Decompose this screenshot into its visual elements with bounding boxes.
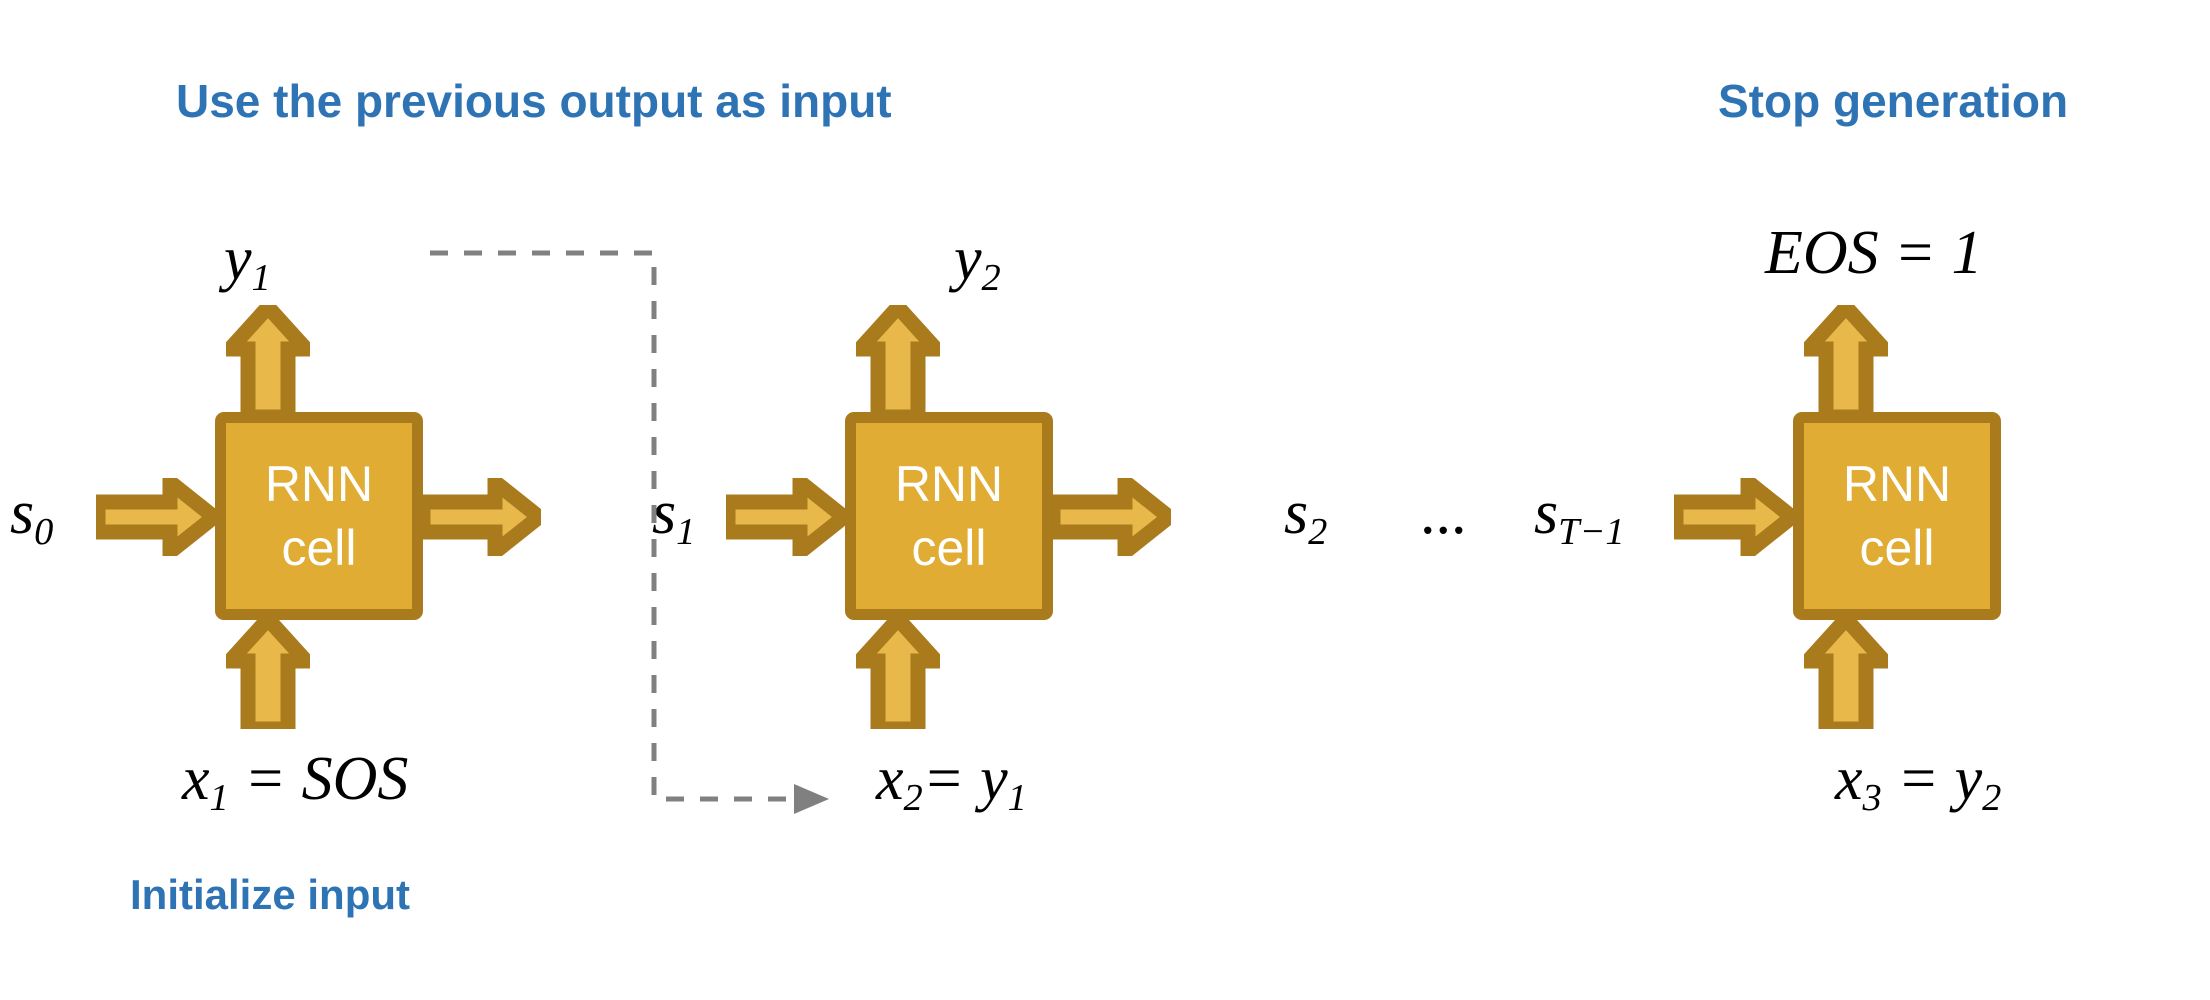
input-label-x3-value-base: y: [1954, 745, 1983, 813]
output-label-eos: EOS = 1: [1765, 222, 1982, 284]
input-label-x2-value-sub: 1: [1007, 776, 1027, 819]
input-label-x1-rest: = SOS: [228, 745, 409, 813]
caption-use-previous-output: Use the previous output as input: [176, 75, 892, 127]
input-label-x2-value-base: y: [980, 745, 1008, 813]
input-arrow-cell-2: [856, 617, 940, 729]
state-arrow-sT-to-cell-3: [1674, 478, 1794, 556]
rnn-cell-2: RNN cell: [845, 412, 1053, 620]
rnn-cell-2-line2: cell: [911, 520, 987, 576]
input-arrow-cell-1: [226, 617, 310, 729]
rnn-cell-1: RNN cell: [215, 412, 423, 620]
state-label-s1-base: s: [652, 479, 677, 547]
output-arrow-cell-2: [856, 305, 940, 417]
state-label-s0-base: s: [10, 479, 35, 547]
rnn-cell-1-line1: RNN: [264, 456, 374, 512]
state-label-s2-base: s: [1284, 479, 1309, 547]
state-label-s0-sub: 0: [34, 510, 54, 553]
input-label-x2-base: x: [876, 745, 904, 813]
ellipsis-label: ...: [1420, 482, 1467, 544]
input-label-x1-sub: 1: [209, 776, 229, 819]
state-label-s0: s0: [10, 479, 53, 551]
rnn-cell-1-line2: cell: [281, 520, 357, 576]
state-arrow-cell-2-to-s2: [1051, 478, 1171, 556]
output-label-y1-base: y: [224, 225, 252, 293]
state-arrow-s1-to-cell-2: [726, 478, 846, 556]
rnn-cell-2-line1: RNN: [894, 456, 1004, 512]
state-label-s2: s2: [1284, 479, 1327, 551]
input-label-x2-sub: 2: [903, 776, 923, 819]
state-label-sT-sub: T−1: [1558, 510, 1625, 553]
ellipsis-text: ...: [1420, 479, 1467, 547]
input-label-x1: x1 = SOS: [182, 745, 409, 817]
input-label-x1-base: x: [182, 745, 210, 813]
input-label-x3-sub: 3: [1862, 776, 1882, 819]
caption-stop-generation: Stop generation: [1718, 75, 2069, 127]
output-label-y2-base: y: [954, 225, 982, 293]
caption-initialize-input: Initialize input: [130, 871, 410, 918]
state-label-s1-sub: 1: [676, 510, 696, 553]
input-arrow-cell-3: [1804, 617, 1888, 729]
input-label-x3-value-sub: 2: [1982, 776, 2002, 819]
state-arrow-cell-1-to-s1: [421, 478, 541, 556]
rnn-cell-3-line2: cell: [1859, 520, 1935, 576]
output-arrow-cell-1: [226, 305, 310, 417]
input-label-x3-rest: =: [1881, 745, 1955, 813]
output-label-y2: y2: [954, 225, 1001, 297]
output-arrow-cell-3: [1804, 305, 1888, 417]
output-label-y2-sub: 2: [981, 256, 1001, 299]
rnn-cell-3-line1: RNN: [1842, 456, 1952, 512]
input-label-x2: x2= y1: [876, 745, 1027, 817]
state-label-sT-minus-1: sT−1: [1534, 479, 1625, 551]
input-label-x3: x3 = y2: [1835, 745, 2001, 817]
output-label-y1: y1: [224, 225, 271, 297]
state-arrow-s0-to-cell-1: [96, 478, 216, 556]
rnn-cell-3: RNN cell: [1793, 412, 2001, 620]
state-label-s2-sub: 2: [1308, 510, 1328, 553]
state-label-s1: s1: [652, 479, 695, 551]
output-label-y1-sub: 1: [251, 256, 271, 299]
output-label-eos-text: EOS = 1: [1765, 219, 1983, 287]
input-label-x3-base: x: [1835, 745, 1863, 813]
input-label-x2-rest: =: [922, 745, 981, 813]
state-label-sT-base: s: [1534, 479, 1559, 547]
